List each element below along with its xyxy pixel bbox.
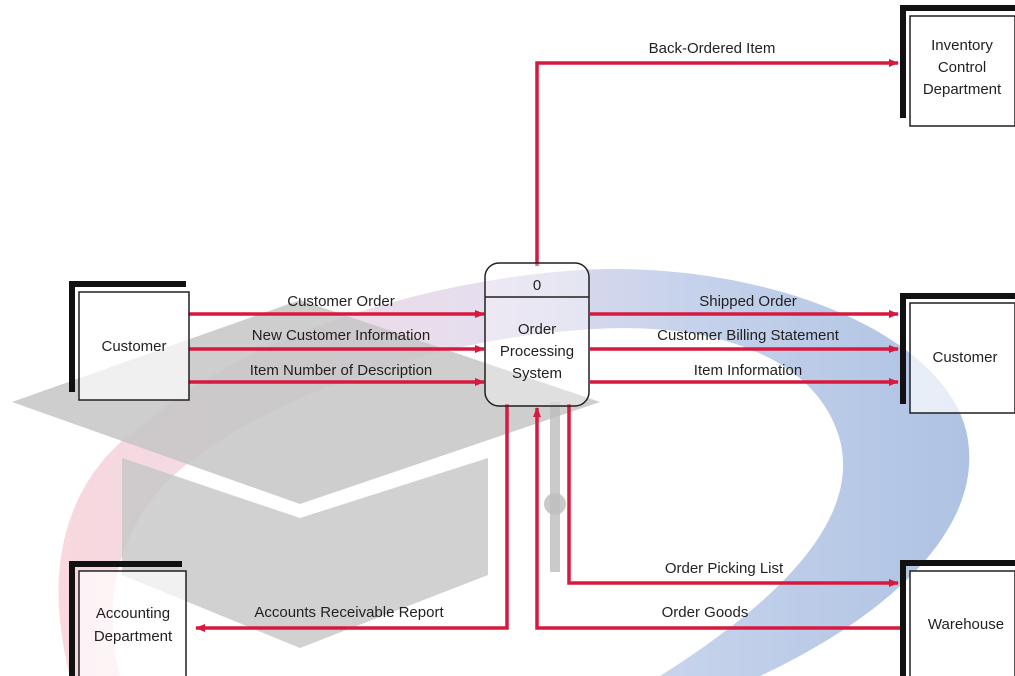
entity-customer-right: Customer bbox=[900, 293, 1015, 414]
entity-customer-left: Customer bbox=[69, 281, 190, 401]
flow-accounts-receivable-report-line bbox=[195, 404, 509, 632]
entity-inventory-control-department: Inventory Control Department bbox=[900, 5, 1015, 127]
entity-label-line-1: Customer bbox=[932, 349, 997, 366]
flow-label-order-goods: Order Goods bbox=[662, 604, 749, 621]
flow-label-new-customer-information: New Customer Information bbox=[252, 327, 430, 344]
flow-back-ordered-item-line bbox=[535, 59, 899, 266]
process-box bbox=[484, 262, 590, 407]
entity-warehouse: Warehouse bbox=[900, 560, 1015, 676]
watermark-tassel-cord bbox=[550, 402, 560, 572]
entity-label-line-1: Accounting bbox=[96, 605, 170, 622]
flow-label-item-number-of-description: Item Number of Description bbox=[250, 362, 433, 379]
process-name-line-2: Processing bbox=[500, 343, 574, 360]
process-order-processing-system: 0 Order Processing System bbox=[484, 262, 590, 407]
watermark-cap-base bbox=[122, 458, 488, 648]
entity-shadow bbox=[900, 5, 1015, 118]
entity-label-line-1: Warehouse bbox=[928, 616, 1004, 633]
watermark-tassel-knot bbox=[544, 493, 566, 515]
entity-shadow bbox=[69, 561, 182, 676]
entity-label-line-1: Customer bbox=[101, 338, 166, 355]
entity-label-line-2: Control bbox=[938, 59, 986, 76]
entity-box bbox=[78, 570, 187, 676]
flow-label-order-picking-list: Order Picking List bbox=[665, 560, 784, 577]
entity-shadow bbox=[900, 560, 1015, 676]
entity-accounting-department: Accounting Department bbox=[69, 561, 187, 676]
process-number: 0 bbox=[533, 277, 541, 294]
flow-label-back-ordered-item: Back-Ordered Item bbox=[649, 40, 776, 57]
flow-label-item-information: Item Information bbox=[694, 362, 802, 379]
flow-order-goods-line bbox=[533, 407, 904, 630]
process-name-line-3: System bbox=[512, 365, 562, 382]
entity-box bbox=[78, 291, 190, 401]
process-name-line-1: Order bbox=[518, 321, 556, 338]
entity-box bbox=[909, 570, 1015, 676]
entity-box bbox=[909, 302, 1015, 414]
entity-shadow bbox=[69, 281, 186, 392]
entity-label-line-2: Department bbox=[94, 628, 173, 645]
flow-labels: Back-Ordered Item Customer Order New Cus… bbox=[250, 40, 840, 621]
flow-label-customer-billing-statement: Customer Billing Statement bbox=[657, 327, 840, 344]
flow-lines bbox=[188, 59, 904, 632]
flow-label-customer-order: Customer Order bbox=[287, 293, 395, 310]
entity-label-line-3: Department bbox=[923, 81, 1002, 98]
entity-box bbox=[909, 15, 1015, 127]
flow-label-accounts-receivable-report: Accounts Receivable Report bbox=[254, 604, 444, 621]
entity-shadow bbox=[900, 293, 1015, 404]
flow-order-picking-list-line bbox=[567, 404, 899, 587]
flow-label-shipped-order: Shipped Order bbox=[699, 293, 797, 310]
entity-label-line-1: Inventory bbox=[931, 37, 993, 54]
